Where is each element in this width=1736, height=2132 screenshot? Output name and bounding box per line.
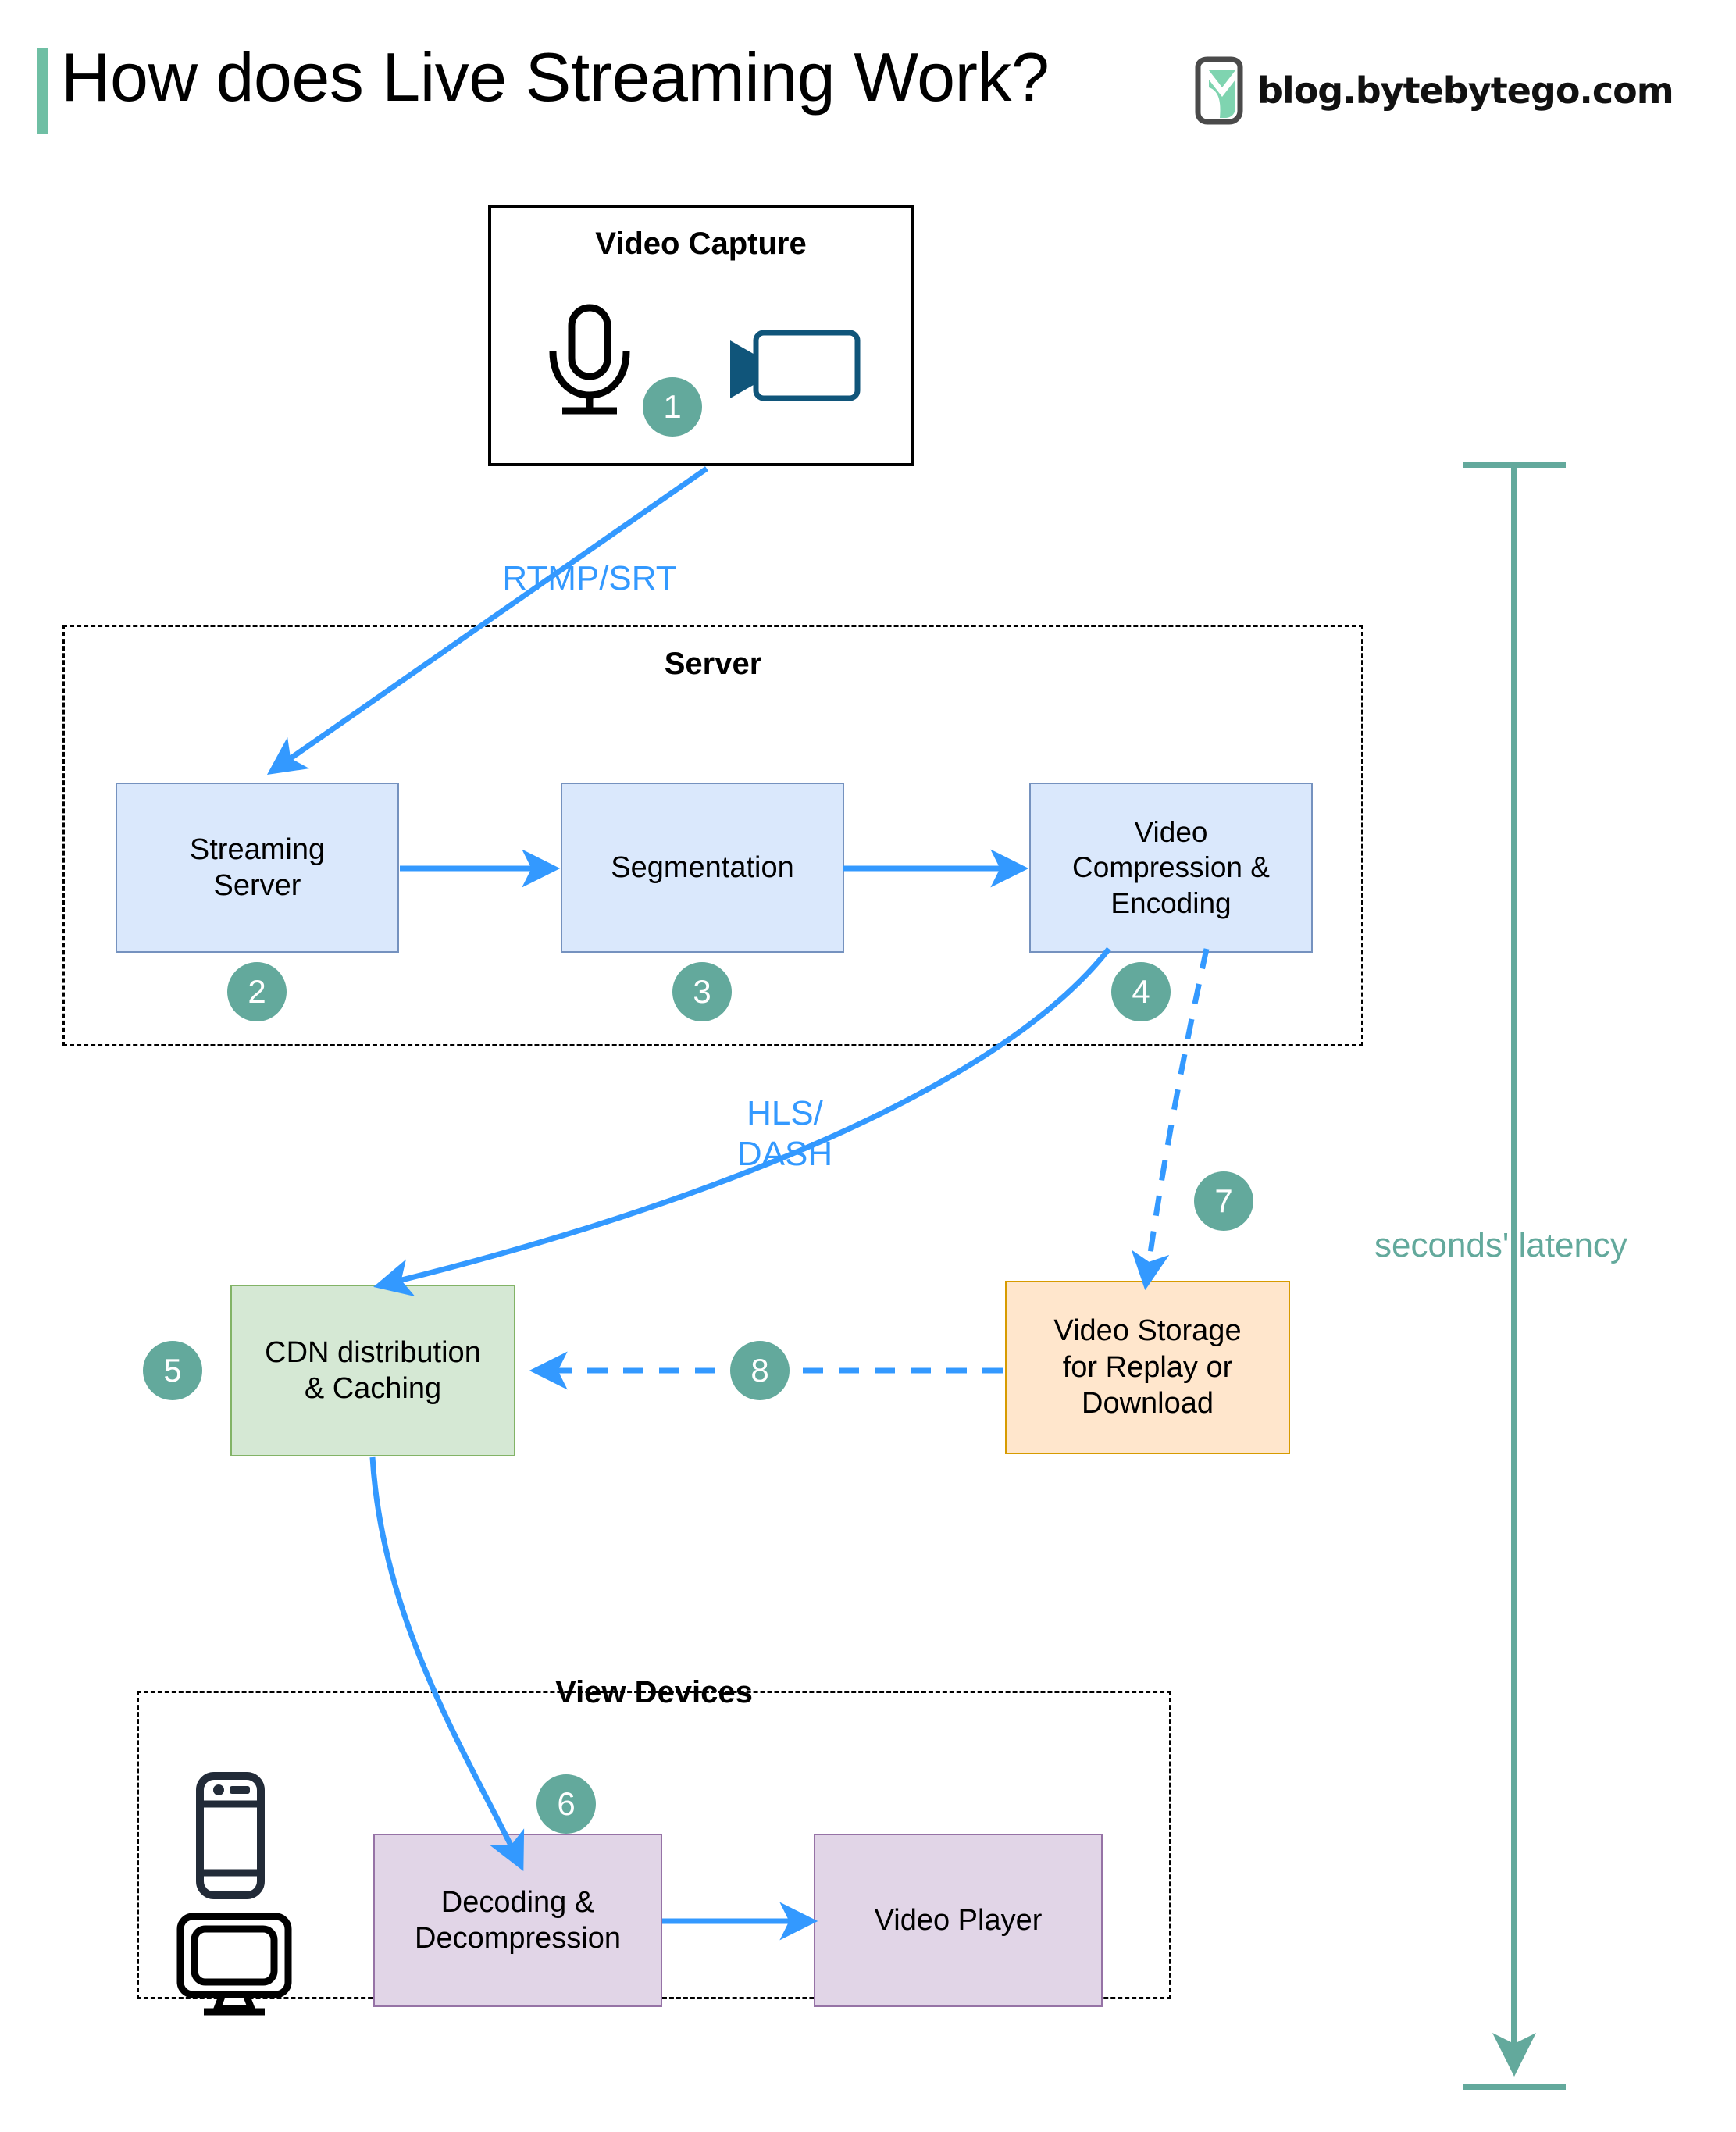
latency-annotation-label: seconds' latency	[1374, 1226, 1627, 1264]
monitor-icon	[176, 1913, 292, 2016]
step-badge-6: 6	[536, 1774, 596, 1834]
page-title: How does Live Streaming Work?	[61, 38, 1050, 116]
smartphone-icon	[196, 1772, 265, 1899]
step-badge-3: 3	[672, 962, 732, 1021]
step-badge-5: 5	[143, 1341, 202, 1400]
brand-text: blog.bytebytego.com	[1257, 70, 1674, 112]
microphone-icon	[549, 304, 630, 415]
video-camera-icon	[730, 330, 861, 401]
server-group-title: Server	[664, 647, 762, 681]
edge-label-rtmp-srt: RTMP/SRT	[502, 559, 677, 597]
step-badge-1: 1	[643, 377, 702, 437]
node-streaming-server[interactable]: Streaming Server	[116, 783, 399, 953]
bytebytego-logo-icon	[1195, 56, 1243, 125]
step-badge-4: 4	[1111, 962, 1171, 1021]
brand: blog.bytebytego.com	[1190, 56, 1674, 125]
step-badge-2: 2	[227, 962, 287, 1021]
step-badge-7: 7	[1194, 1171, 1253, 1231]
node-video-compression[interactable]: Video Compression & Encoding	[1029, 783, 1313, 953]
video-capture-title: Video Capture	[595, 226, 807, 261]
node-video-storage[interactable]: Video Storage for Replay or Download	[1005, 1281, 1290, 1454]
title-accent-bar	[37, 48, 48, 134]
edge-label-hls-dash: HLS/ DASH	[736, 1094, 833, 1173]
node-video-player[interactable]: Video Player	[814, 1834, 1103, 2007]
node-cdn-distribution[interactable]: CDN distribution & Caching	[230, 1285, 515, 1456]
view-devices-title: View Devices	[555, 1675, 753, 1710]
header: How does Live Streaming Work? blog.byteb…	[0, 0, 1736, 148]
node-decoding-decompression[interactable]: Decoding & Decompression	[373, 1834, 662, 2007]
node-segmentation[interactable]: Segmentation	[561, 783, 844, 953]
step-badge-8: 8	[730, 1341, 790, 1400]
